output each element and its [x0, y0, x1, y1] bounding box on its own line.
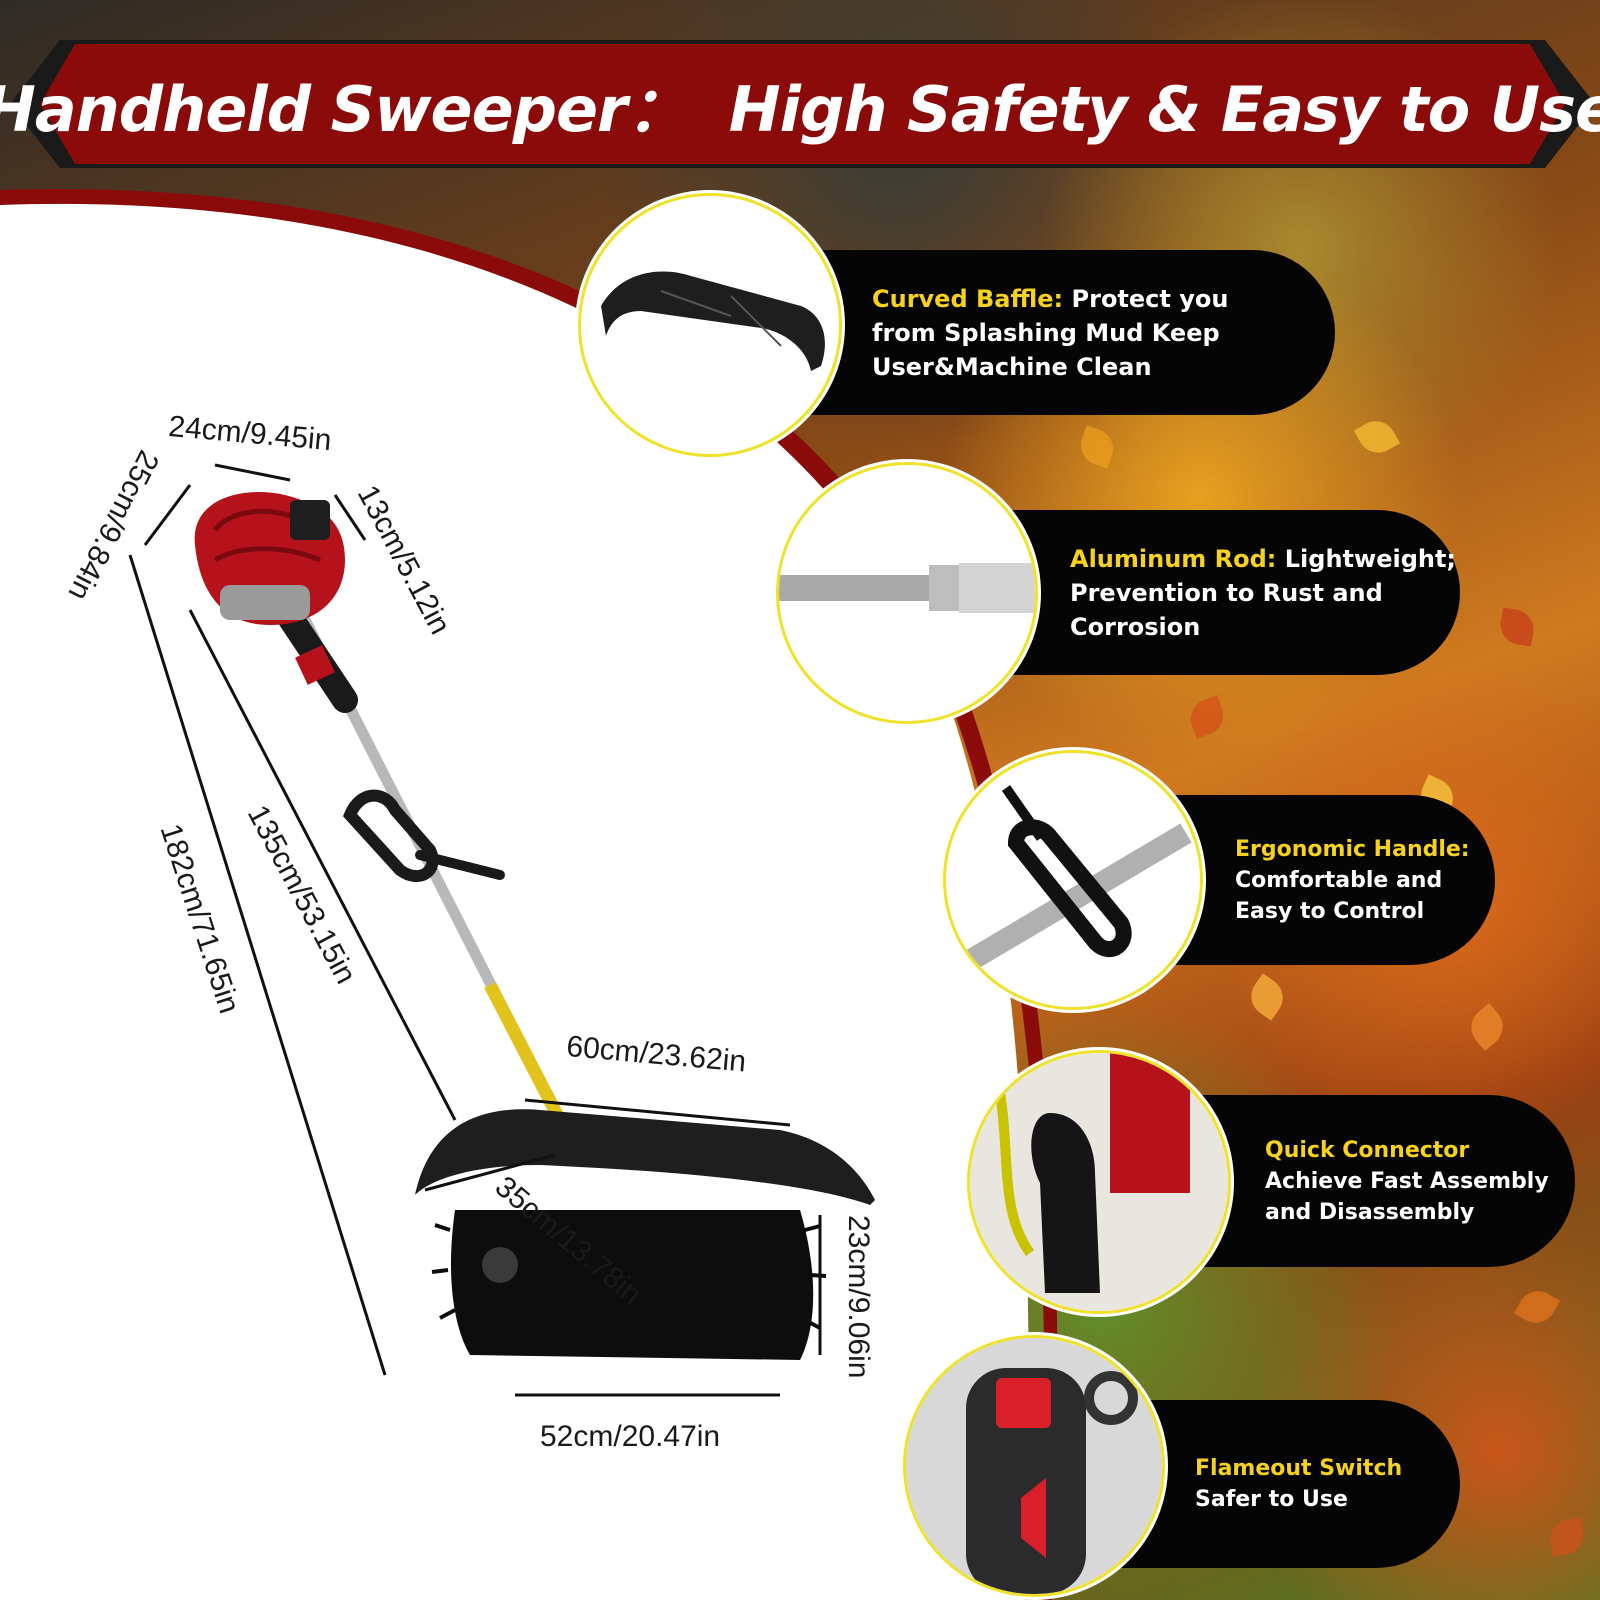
- feature-quick-connector-image: [967, 1050, 1231, 1314]
- feature-ergonomic-handle-title: Ergonomic Handle:: [1235, 836, 1470, 862]
- feature-aluminum-rod-title: Aluminum Rod:: [1070, 544, 1277, 573]
- feature-flameout-switch-title: Flameout Switch: [1195, 1456, 1403, 1481]
- banner-title: Handheld Sweeper： High Safety & Easy to …: [0, 73, 1600, 146]
- feature-quick-connector-title: Quick Connector: [1265, 1137, 1470, 1163]
- feature-ergonomic-handle-image: [943, 750, 1203, 1010]
- feature-flameout-switch-image: [903, 1335, 1165, 1597]
- feature-curved-baffle-image: [578, 193, 842, 457]
- dim-brush-height: 23cm/9.06in: [842, 1215, 875, 1379]
- feature-aluminum-rod-image: [776, 462, 1038, 724]
- feature-curved-baffle-title: Curved Baffle:: [872, 284, 1064, 313]
- dim-brush-width: 52cm/20.47in: [540, 1420, 721, 1453]
- title-banner: [10, 40, 1595, 168]
